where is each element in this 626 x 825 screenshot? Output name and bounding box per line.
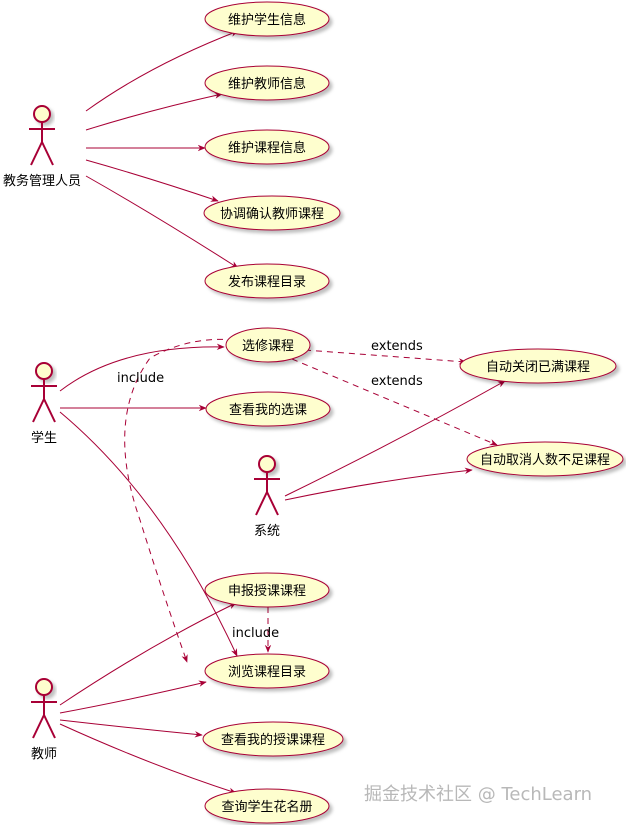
usecase-uc5: 发布课程目录 bbox=[204, 263, 330, 299]
usecase-label: 维护教师信息 bbox=[228, 76, 306, 92]
relation-uc6-uc9-extends bbox=[291, 358, 498, 446]
actor-left-leg bbox=[32, 714, 45, 739]
actor-right-leg bbox=[266, 491, 279, 516]
usecase-ellipse bbox=[204, 653, 330, 689]
usecase-label: 选修课程 bbox=[242, 339, 294, 354]
usecase-label: 查看我的选课 bbox=[229, 402, 307, 418]
relation-uc6-uc11-include bbox=[124, 338, 235, 663]
actor-left-leg bbox=[30, 141, 43, 166]
actor-right-leg bbox=[43, 714, 56, 739]
relation-teacher-uc12 bbox=[59, 719, 203, 738]
usecase-uc7: 自动关闭已满课程 bbox=[459, 348, 617, 384]
actor-label: 教师 bbox=[31, 746, 57, 762]
actor-student: 学生 bbox=[31, 362, 57, 446]
actor-system: 系统 bbox=[254, 455, 280, 539]
usecase-ellipse bbox=[204, 1, 330, 37]
usecase-label: 自动取消人数不足课程 bbox=[480, 453, 610, 468]
relation-label-uc10-uc11: include bbox=[232, 626, 279, 641]
usecase-ellipse bbox=[205, 391, 331, 427]
relation-label-uc6-uc9: extends bbox=[371, 374, 423, 389]
actor-label: 教务管理人员 bbox=[3, 173, 81, 189]
usecase-label: 维护课程信息 bbox=[228, 140, 306, 156]
actor-right-leg bbox=[43, 398, 56, 423]
usecase-label: 发布课程目录 bbox=[228, 274, 306, 290]
actor-head bbox=[33, 105, 51, 123]
nodes-layer: 维护学生信息维护教师信息维护课程信息协调确认教师课程发布课程目录选修课程自动关闭… bbox=[3, 1, 624, 824]
relations-layer: extends extends include include bbox=[59, 30, 506, 794]
usecase-ellipse bbox=[203, 195, 341, 231]
actor-admin: 教务管理人员 bbox=[3, 105, 81, 189]
usecase-uc11: 浏览课程目录 bbox=[204, 653, 330, 689]
relation-admin-uc2 bbox=[85, 92, 223, 131]
relation-uc6-uc7-extends bbox=[304, 349, 467, 365]
actor-head bbox=[35, 678, 53, 696]
usecase-uc13: 查询学生花名册 bbox=[204, 788, 330, 824]
relation-admin-uc5 bbox=[85, 175, 239, 269]
usecase-uc12: 查看我的授课课程 bbox=[202, 721, 344, 757]
actor-head bbox=[258, 455, 276, 473]
usecase-uc4: 协调确认教师课程 bbox=[203, 195, 341, 231]
usecase-ellipse bbox=[466, 441, 624, 477]
relation-teacher-uc13 bbox=[59, 723, 237, 794]
relation-system-uc9 bbox=[284, 467, 473, 501]
actor-right-leg bbox=[41, 141, 54, 166]
relation-teacher-uc11 bbox=[59, 680, 207, 714]
usecase-uc9: 自动取消人数不足课程 bbox=[466, 441, 624, 477]
usecase-uc3: 维护课程信息 bbox=[204, 129, 330, 165]
usecase-ellipse bbox=[225, 327, 311, 363]
relation-admin-uc1 bbox=[85, 30, 239, 112]
relation-teacher-uc10 bbox=[59, 602, 237, 706]
usecase-uc8: 查看我的选课 bbox=[205, 391, 331, 427]
usecase-label: 查看我的授课课程 bbox=[221, 732, 325, 748]
usecase-label: 协调确认教师课程 bbox=[220, 206, 324, 222]
actor-label: 学生 bbox=[31, 430, 57, 446]
usecase-uc2: 维护教师信息 bbox=[204, 65, 330, 101]
watermark-text: 掘金技术社区 @ TechLearn bbox=[364, 784, 592, 805]
relation-label-uc6-uc7: extends bbox=[371, 339, 423, 354]
actor-left-leg bbox=[32, 398, 45, 423]
usecase-ellipse bbox=[204, 65, 330, 101]
usecase-uc10: 申报授课课程 bbox=[204, 572, 330, 608]
actor-label: 系统 bbox=[254, 524, 280, 539]
usecase-uc1: 维护学生信息 bbox=[204, 1, 330, 37]
usecase-label: 维护学生信息 bbox=[228, 12, 306, 28]
relation-admin-uc4 bbox=[85, 159, 219, 202]
usecase-label: 申报授课课程 bbox=[228, 584, 306, 599]
usecase-uc6: 选修课程 bbox=[225, 327, 311, 363]
usecase-label: 浏览课程目录 bbox=[228, 664, 306, 680]
usecase-ellipse bbox=[204, 263, 330, 299]
usecase-ellipse bbox=[459, 348, 617, 384]
actor-teacher: 教师 bbox=[31, 678, 57, 762]
relation-label-uc6-uc11: include bbox=[117, 371, 164, 386]
relation-system-uc7 bbox=[284, 380, 506, 497]
usecase-ellipse bbox=[204, 129, 330, 165]
usecase-ellipse bbox=[202, 721, 344, 757]
usecase-ellipse bbox=[204, 572, 330, 608]
usecase-ellipse bbox=[204, 788, 330, 824]
actor-left-leg bbox=[255, 491, 268, 516]
relation-student-uc11 bbox=[59, 411, 238, 657]
usecase-label: 查询学生花名册 bbox=[221, 799, 312, 815]
relation-student-uc6 bbox=[59, 343, 225, 392]
actor-head bbox=[35, 362, 53, 380]
usecase-label: 自动关闭已满课程 bbox=[486, 360, 590, 375]
